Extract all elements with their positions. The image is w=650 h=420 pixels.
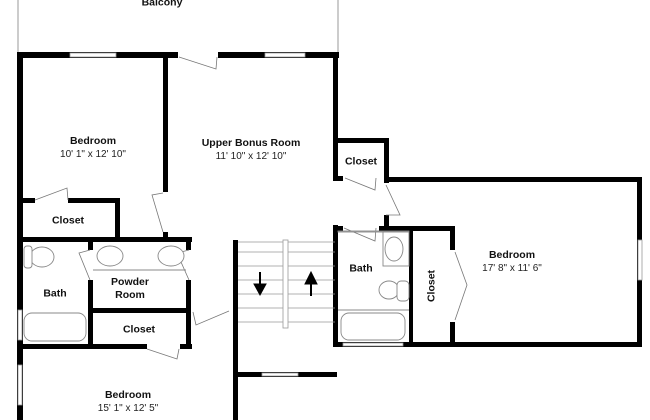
- sink-icon: [384, 236, 404, 262]
- sink-icon: [96, 245, 124, 267]
- toilet-icon: [378, 280, 400, 300]
- room-name: Bedroom: [69, 135, 117, 147]
- room-balcony-name: Balcony: [141, 0, 183, 9]
- room-name: Bedroom: [488, 249, 536, 261]
- room-bath-west: Bath: [43, 287, 67, 300]
- room-dimensions: 10' 1" x 12' 10": [60, 149, 126, 160]
- room-name: Upper Bonus Room: [201, 137, 301, 149]
- stairs-down-arrow-icon: [253, 272, 267, 297]
- bathtub-icon: [340, 312, 406, 341]
- balcony-outline: [17, 0, 339, 52]
- room-bedroom-sw: Bedroom 15' 1" x 12' 5": [98, 389, 158, 415]
- room-closet-bonus: Closet: [344, 155, 378, 168]
- room-name: Bedroom: [104, 389, 152, 401]
- room-bath-east: Bath: [349, 262, 373, 275]
- room-bedroom-east: Bedroom 17' 8" x 11' 6": [482, 249, 542, 275]
- walls: [17, 52, 642, 420]
- room-closet-powder: Closet: [122, 323, 156, 336]
- staircase: [238, 239, 335, 329]
- bathtub-icon: [23, 312, 87, 342]
- windows: [17, 52, 643, 406]
- sink-icon: [157, 245, 185, 267]
- toilet-icon: [29, 246, 55, 268]
- room-closet-nw: Closet: [51, 214, 85, 227]
- room-dimensions: 11' 10" x 12' 10": [215, 151, 287, 162]
- room-upper-bonus: Upper Bonus Room 11' 10" x 12' 10": [202, 137, 301, 163]
- fixtures: [23, 230, 410, 342]
- room-closet-east: Closet: [425, 269, 438, 303]
- stairs-up-arrow-icon: [304, 270, 318, 296]
- room-dimensions: 17' 8" x 11' 6": [482, 263, 542, 274]
- room-powder: Powder Room: [111, 276, 149, 301]
- room-dimensions: 15' 1" x 12' 5": [97, 403, 159, 414]
- room-bedroom-nw: Bedroom 10' 1" x 12' 10": [60, 135, 126, 161]
